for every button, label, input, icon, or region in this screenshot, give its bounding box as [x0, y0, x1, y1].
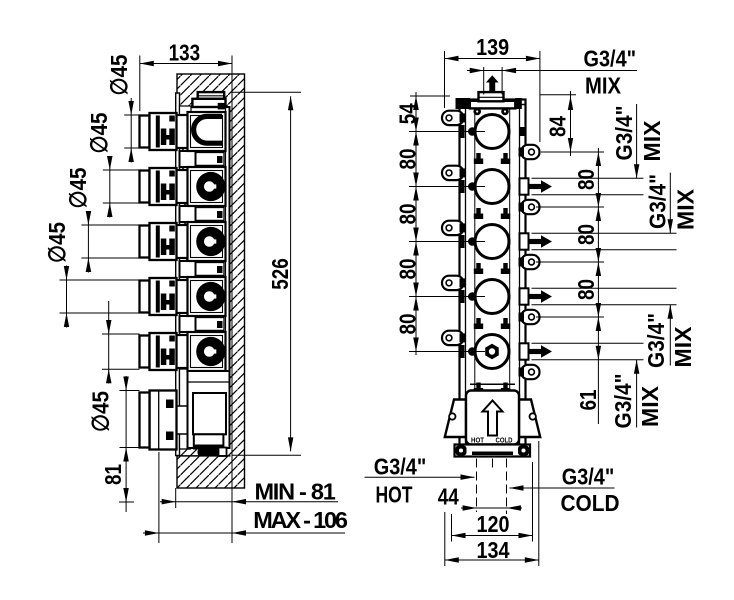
- svg-text:COLD: COLD: [561, 490, 620, 516]
- svg-text:∅45: ∅45: [65, 168, 91, 209]
- svg-text:∅45: ∅45: [87, 391, 113, 432]
- svg-text:139: 139: [476, 34, 509, 60]
- svg-text:54: 54: [394, 103, 420, 124]
- svg-text:HOT: HOT: [471, 437, 485, 444]
- svg-text:MIX: MIX: [637, 386, 663, 427]
- svg-text:G3/4": G3/4": [562, 464, 615, 490]
- svg-text:61: 61: [575, 390, 601, 411]
- svg-text:MAX - 106: MAX - 106: [253, 507, 348, 533]
- svg-text:44: 44: [438, 484, 459, 510]
- svg-text:G3/4": G3/4": [374, 454, 427, 480]
- svg-text:G3/4": G3/4": [611, 106, 637, 161]
- svg-text:G3/4": G3/4": [645, 174, 671, 229]
- svg-text:MIX: MIX: [672, 189, 698, 230]
- svg-text:120: 120: [477, 511, 510, 537]
- svg-text:∅45: ∅45: [44, 222, 70, 263]
- svg-text:G3/4": G3/4": [643, 313, 669, 368]
- svg-text:134: 134: [477, 537, 510, 563]
- svg-text:80: 80: [394, 204, 420, 225]
- svg-text:80: 80: [573, 169, 599, 190]
- svg-text:∅45: ∅45: [106, 55, 132, 96]
- svg-text:80: 80: [573, 279, 599, 300]
- svg-text:80: 80: [394, 314, 420, 335]
- svg-text:MIN - 81: MIN - 81: [254, 479, 335, 505]
- svg-text:80: 80: [394, 149, 420, 170]
- svg-text:G3/4": G3/4": [584, 46, 637, 72]
- svg-text:HOT: HOT: [376, 481, 413, 507]
- svg-text:MIX: MIX: [585, 73, 621, 99]
- svg-text:G3/4": G3/4": [610, 374, 636, 429]
- svg-text:MIX: MIX: [670, 326, 696, 367]
- svg-text:MIX: MIX: [639, 120, 665, 161]
- svg-text:∅45: ∅45: [86, 113, 112, 154]
- svg-text:81: 81: [100, 464, 126, 485]
- svg-text:80: 80: [394, 259, 420, 280]
- svg-text:526: 526: [267, 258, 293, 290]
- svg-text:COLD: COLD: [496, 437, 513, 444]
- svg-text:80: 80: [573, 224, 599, 245]
- svg-text:133: 133: [169, 40, 201, 66]
- svg-text:84: 84: [544, 116, 570, 137]
